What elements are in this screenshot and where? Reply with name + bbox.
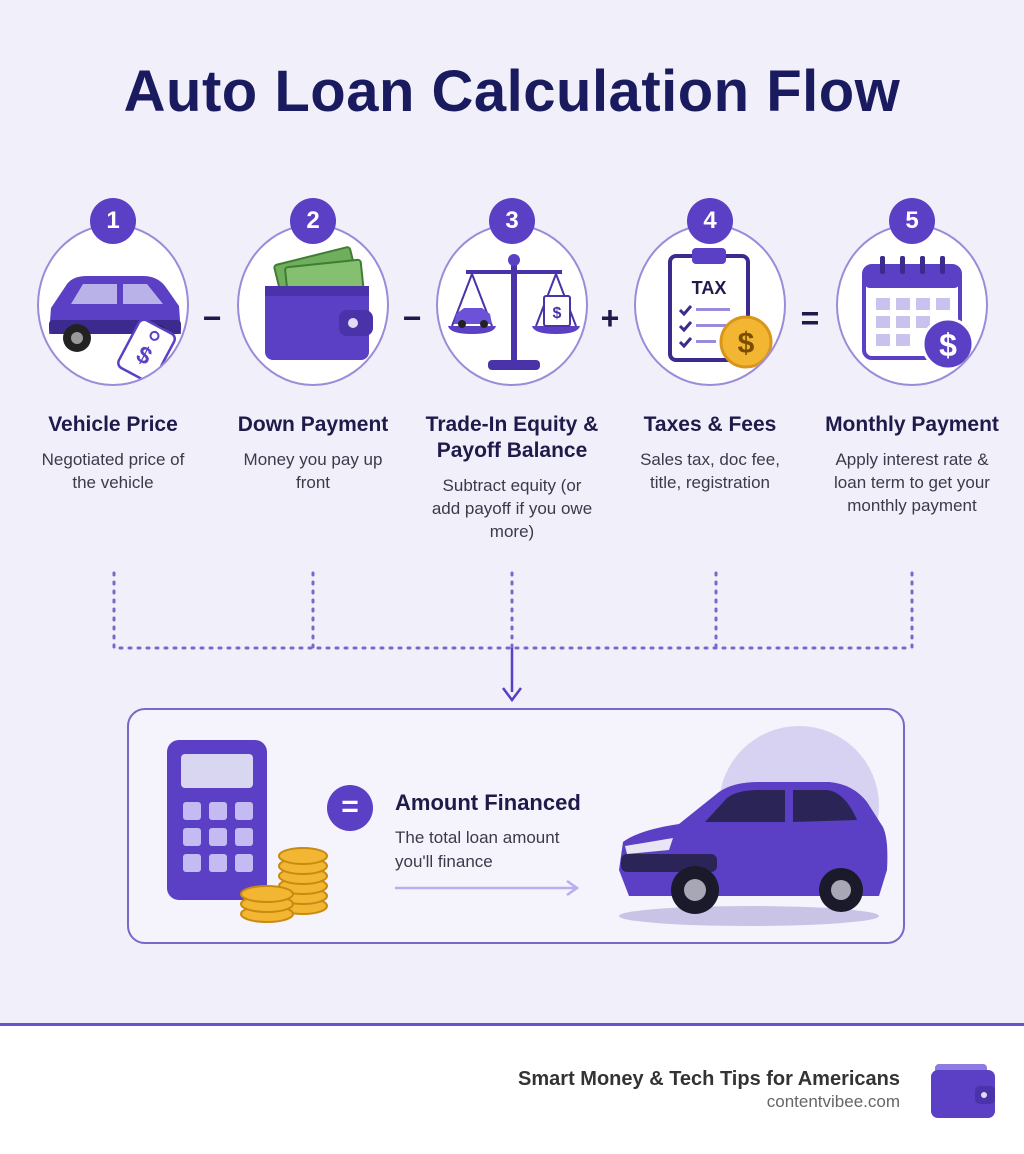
step-trade-in: 3 $ Trade-In Equity & Payoff Balance Sub… — [424, 198, 600, 543]
footer — [0, 1026, 1024, 1154]
dollar-sign-label: $ — [738, 327, 755, 360]
footer-divider — [0, 1023, 1024, 1026]
step-description: Money you pay up front — [243, 450, 383, 492]
step-title: Down Payment — [237, 413, 389, 436]
equals-badge: = — [327, 785, 373, 831]
step-number-badge: 2 — [290, 198, 336, 244]
step-title: Vehicle Price — [48, 413, 178, 436]
gold-coins-icon — [240, 847, 328, 923]
step-description: Subtract equity (or add payoff if you ow… — [431, 476, 593, 541]
calculator-icon — [167, 740, 267, 900]
step-description: Sales tax, doc fee, title, registration — [640, 450, 780, 492]
amount-financed-panel: = Amount Financed The total loan amount … — [127, 708, 905, 944]
arrow-right-icon — [395, 879, 580, 897]
step-number-badge: 1 — [90, 198, 136, 244]
step-title: Monthly Payment — [825, 413, 999, 436]
step-down-payment: 2 Down Payment Money you pay up front — [225, 198, 401, 494]
step-taxes-fees: 4 TAX $ Taxes & Fees Sales tax, doc fee,… — [622, 198, 798, 494]
wallet-logo-icon — [931, 1064, 995, 1118]
page-title: Auto Loan Calculation Flow — [123, 59, 901, 124]
step-title: Trade-In Equity & Payoff Balance — [425, 413, 599, 462]
minus-operator: − — [202, 300, 222, 336]
plus-operator: + — [600, 300, 620, 336]
step-number-badge: 3 — [489, 198, 535, 244]
step-monthly-payment: 5 $ Monthly Payment Apply interest rate … — [824, 198, 1000, 517]
result-description: The total loan amount you'll finance — [395, 828, 560, 871]
step-number-badge: 5 — [889, 198, 935, 244]
footer-site-link[interactable]: contentvibee.com — [766, 1092, 900, 1111]
calendar-dollar-icon: $ — [836, 224, 988, 386]
step-number-badge: 4 — [687, 198, 733, 244]
step-title: Taxes & Fees — [643, 413, 777, 436]
minus-operator: − — [402, 300, 422, 336]
tax-label: TAX — [692, 278, 727, 298]
tax-clipboard-icon: TAX $ — [634, 224, 786, 386]
sedan-car-icon — [619, 726, 888, 926]
dollar-sign-label: $ — [553, 305, 562, 322]
step-vehicle-price: 1 $ Vehicle Price Negotiated price of th… — [25, 198, 201, 494]
dollar-sign-label: $ — [939, 327, 957, 363]
footer-tagline: Smart Money & Tech Tips for Americans — [518, 1068, 900, 1090]
dotted-connector — [112, 571, 914, 703]
balance-scale-icon: $ — [436, 224, 588, 386]
suv-with-price-tag-icon: $ — [37, 224, 189, 386]
step-description: Negotiated price of the vehicle — [41, 450, 185, 492]
result-title: Amount Financed — [395, 790, 581, 815]
step-description: Apply interest rate & loan term to get y… — [834, 450, 990, 515]
equals-operator: = — [800, 300, 820, 336]
